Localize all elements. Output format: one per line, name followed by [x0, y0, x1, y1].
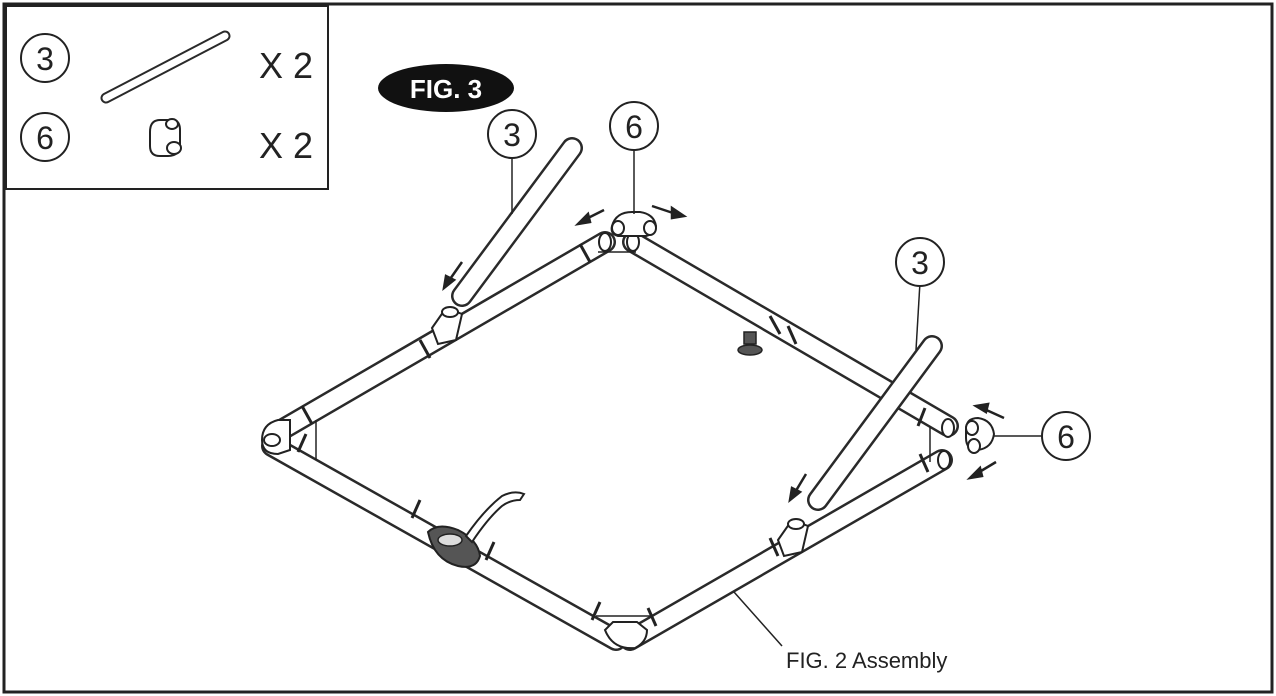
callout-label: 3	[36, 41, 54, 77]
callout-label: 6	[1057, 419, 1075, 455]
figure-caption: FIG. 2 Assembly	[786, 648, 947, 673]
frame-assembly	[260, 231, 959, 651]
callout-label: 3	[503, 117, 521, 153]
pipe-icon	[100, 30, 231, 104]
loose-elbow-right	[965, 416, 996, 454]
loose-pipe-left	[451, 137, 583, 307]
pump-unit-icon	[426, 491, 526, 568]
arrow-icon	[574, 208, 605, 226]
callout-label: 6	[36, 120, 54, 156]
leader-lines	[511, 148, 1044, 647]
pipe-end-caps	[598, 232, 955, 470]
callout-circle	[20, 112, 70, 162]
inner-lines	[315, 251, 931, 617]
arrow-icon	[972, 402, 1005, 420]
loose-elbow-top	[610, 211, 658, 237]
t-connector-right	[776, 518, 810, 558]
callout-circle	[1041, 411, 1091, 461]
corner-elbow-bottom	[603, 621, 649, 650]
parts-row-pipe: 3 X 2	[20, 30, 313, 104]
arrow-icon	[651, 204, 688, 220]
callout-label: 6	[625, 109, 643, 145]
fig-badge-bg	[378, 64, 514, 112]
callout-right-elbow: 6	[1041, 411, 1091, 461]
callout-label: 3	[911, 245, 929, 281]
joint-marks	[296, 243, 930, 627]
arrow-icon	[966, 460, 997, 480]
drain-plug-icon	[737, 331, 763, 356]
callout-left-pipe: 3	[487, 109, 537, 159]
arrow-icon	[442, 261, 464, 292]
parts-box: 3 X 2 6 X 2	[5, 5, 329, 190]
callout-right-pipe: 3	[895, 237, 945, 287]
callout-circle	[487, 109, 537, 159]
callout-circle	[20, 33, 70, 83]
parts-box-border	[5, 5, 329, 190]
callout-circle	[895, 237, 945, 287]
fig-badge: FIG. 3	[378, 64, 514, 112]
loose-pipe-right	[807, 335, 943, 511]
qty-label: X 2	[259, 125, 313, 166]
elbow-connector-icon	[149, 118, 182, 157]
callout-circle	[609, 101, 659, 151]
arrow-icon	[788, 473, 808, 504]
qty-label: X 2	[259, 45, 313, 86]
callout-top-elbow: 6	[609, 101, 659, 151]
parts-row-elbow: 6 X 2	[20, 112, 313, 166]
t-connector-left	[430, 306, 464, 346]
corner-elbow-left	[260, 419, 291, 456]
motion-arrows	[442, 204, 1005, 504]
fig-badge-label: FIG. 3	[410, 74, 482, 104]
